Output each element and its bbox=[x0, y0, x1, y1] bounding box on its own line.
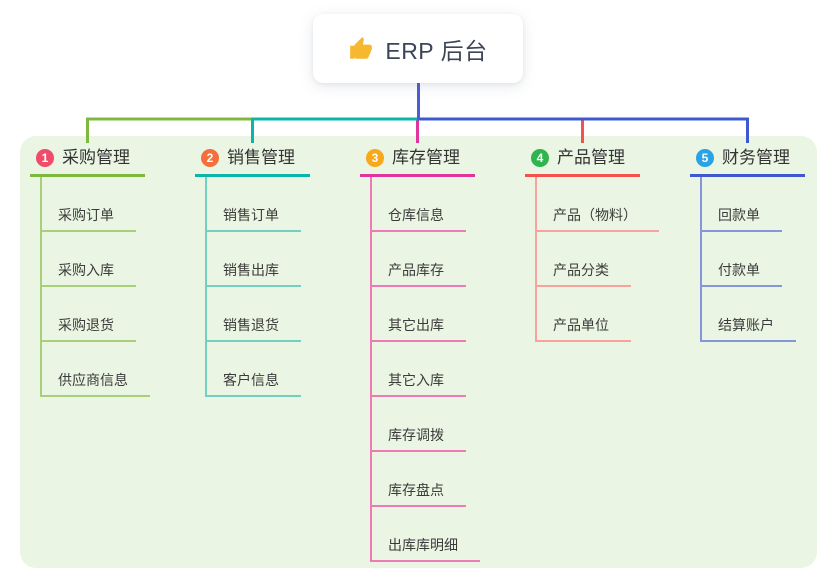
branch-node[interactable]: 1 采购管理 bbox=[30, 144, 145, 177]
branch-number-badge: 5 bbox=[696, 148, 714, 167]
branch-node[interactable]: 5 财务管理 bbox=[690, 144, 805, 177]
child-node[interactable]: 产品分类 bbox=[537, 232, 631, 287]
child-node[interactable]: 仓库信息 bbox=[372, 177, 466, 232]
root-node-label: ERP 后台 bbox=[385, 37, 488, 64]
branch-number-badge: 3 bbox=[366, 148, 384, 167]
child-node[interactable]: 回款单 bbox=[702, 177, 782, 232]
child-node[interactable]: 产品库存 bbox=[372, 232, 466, 287]
branch-children: 销售订单销售出库销售退货客户信息 bbox=[205, 177, 301, 397]
branch-node[interactable]: 3 库存管理 bbox=[360, 144, 475, 177]
branch-1: 1 采购管理采购订单采购入库采购退货供应商信息 bbox=[30, 144, 150, 397]
branch-number-badge: 1 bbox=[36, 148, 54, 167]
child-node[interactable]: 出库库明细 bbox=[372, 507, 480, 562]
branches-panel bbox=[20, 136, 817, 568]
branch-node-label: 采购管理 bbox=[62, 148, 130, 167]
child-node[interactable]: 采购入库 bbox=[42, 232, 136, 287]
child-node[interactable]: 库存调拨 bbox=[372, 397, 466, 452]
child-node[interactable]: 付款单 bbox=[702, 232, 782, 287]
branch-node[interactable]: 2 销售管理 bbox=[195, 144, 310, 177]
child-node[interactable]: 销售退货 bbox=[207, 287, 301, 342]
child-node[interactable]: 结算账户 bbox=[702, 287, 796, 342]
child-node[interactable]: 销售出库 bbox=[207, 232, 301, 287]
root-node-erp[interactable]: ERP 后台 bbox=[313, 14, 523, 83]
branch-2: 2 销售管理销售订单销售出库销售退货客户信息 bbox=[195, 144, 310, 397]
branch-children: 产品（物料）产品分类产品单位 bbox=[535, 177, 659, 342]
child-node[interactable]: 采购订单 bbox=[42, 177, 136, 232]
thumbs-up-icon bbox=[350, 36, 373, 59]
branch-node-label: 销售管理 bbox=[227, 148, 295, 167]
branch-children: 回款单付款单结算账户 bbox=[700, 177, 796, 342]
branch-number-badge: 2 bbox=[201, 148, 219, 167]
branch-number-badge: 4 bbox=[531, 148, 549, 167]
branch-3: 3 库存管理仓库信息产品库存其它出库其它入库库存调拨库存盘点出库库明细 bbox=[360, 144, 480, 562]
child-node[interactable]: 供应商信息 bbox=[42, 342, 150, 397]
branch-node[interactable]: 4 产品管理 bbox=[525, 144, 640, 177]
child-node[interactable]: 销售订单 bbox=[207, 177, 301, 232]
branch-5: 5 财务管理回款单付款单结算账户 bbox=[690, 144, 805, 342]
child-node[interactable]: 其它出库 bbox=[372, 287, 466, 342]
child-node[interactable]: 采购退货 bbox=[42, 287, 136, 342]
branch-children: 仓库信息产品库存其它出库其它入库库存调拨库存盘点出库库明细 bbox=[370, 177, 480, 562]
branch-node-label: 产品管理 bbox=[557, 148, 625, 167]
branch-node-label: 财务管理 bbox=[722, 148, 790, 167]
child-node[interactable]: 客户信息 bbox=[207, 342, 301, 397]
branch-children: 采购订单采购入库采购退货供应商信息 bbox=[40, 177, 150, 397]
branch-4: 4 产品管理产品（物料）产品分类产品单位 bbox=[525, 144, 659, 342]
child-node[interactable]: 其它入库 bbox=[372, 342, 466, 397]
child-node[interactable]: 产品单位 bbox=[537, 287, 631, 342]
child-node[interactable]: 产品（物料） bbox=[537, 177, 659, 232]
child-node[interactable]: 库存盘点 bbox=[372, 452, 466, 507]
branch-node-label: 库存管理 bbox=[392, 148, 460, 167]
